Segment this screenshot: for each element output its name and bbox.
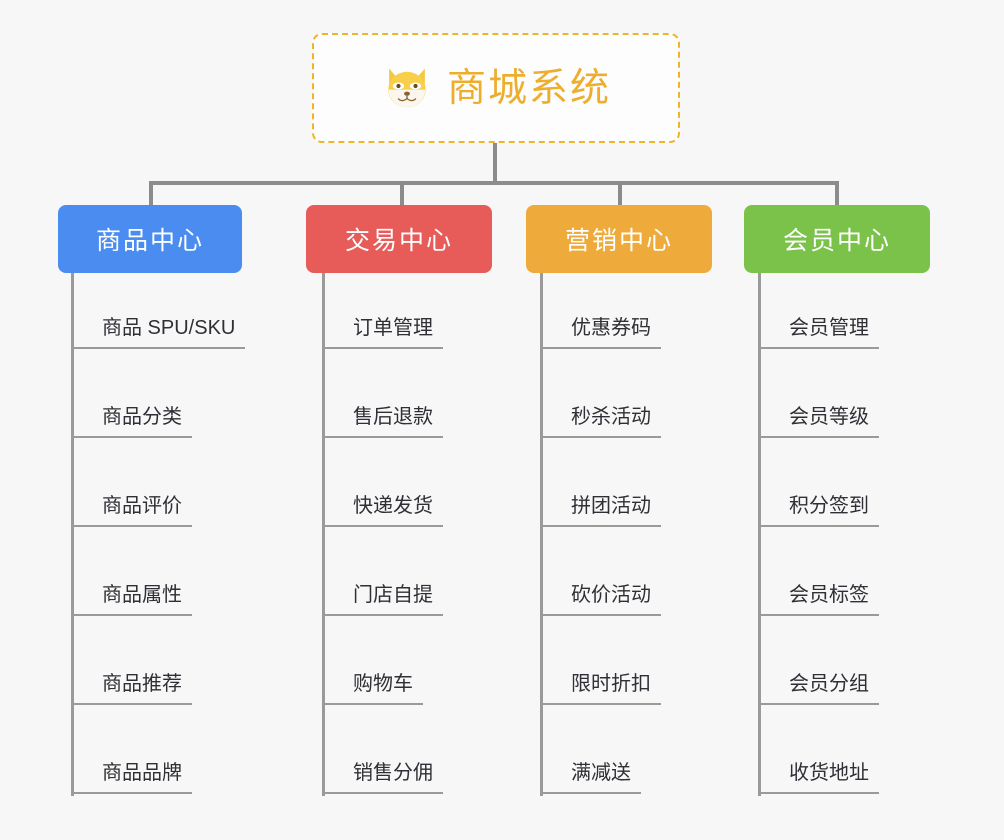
leaf-node[interactable]: 商品 SPU/SKU: [74, 317, 246, 349]
root-node-title: 商城系统: [446, 66, 611, 110]
leaf-node[interactable]: 订单管理: [325, 318, 443, 349]
leaf-node[interactable]: 优惠券码: [543, 318, 661, 349]
category-label-product: 商品中心: [95, 227, 204, 255]
leaf-node[interactable]: 销售分佣: [325, 763, 443, 794]
leaf-node[interactable]: 秒杀活动: [543, 407, 661, 438]
branch-spine: [758, 273, 761, 796]
leaf-node-underline: [74, 436, 192, 438]
leaf-node-underline: [543, 436, 661, 438]
connector-drop-1: [149, 181, 153, 207]
leaf-node-label: 商品品牌: [102, 762, 182, 784]
leaf-node-label: 会员管理: [789, 317, 869, 339]
branch-spine: [540, 273, 543, 796]
leaf-node-underline: [543, 792, 641, 794]
leaf-node-label: 订单管理: [353, 317, 433, 339]
leaf-node-underline: [543, 347, 661, 349]
leaf-node[interactable]: 商品推荐: [74, 674, 192, 705]
leaf-node[interactable]: 门店自提: [325, 585, 443, 616]
leaf-node[interactable]: 会员等级: [761, 407, 879, 438]
leaf-node-label: 商品分类: [102, 406, 182, 428]
leaf-node-label: 商品属性: [102, 584, 182, 606]
leaf-node-label: 满减送: [571, 762, 631, 784]
leaf-node-underline: [543, 614, 661, 616]
leaf-node-label: 优惠券码: [571, 317, 651, 339]
leaf-node[interactable]: 拼团活动: [543, 496, 661, 527]
category-label-marketing: 营销中心: [564, 227, 673, 255]
category-card-product[interactable]: 商品中心: [58, 205, 242, 273]
leaf-node[interactable]: 会员分组: [761, 674, 879, 705]
category-card-trade[interactable]: 交易中心: [306, 205, 492, 273]
leaf-node-underline: [325, 703, 423, 705]
shiba-dog-face-icon: [388, 68, 426, 108]
leaf-node[interactable]: 商品分类: [74, 407, 192, 438]
leaf-node-label: 收货地址: [789, 762, 869, 784]
leaf-node-label: 商品 SPU/SKU: [102, 317, 236, 339]
leaf-node-label: 商品推荐: [102, 673, 182, 695]
leaf-node-underline: [761, 703, 879, 705]
leaf-node-underline: [761, 347, 879, 349]
leaf-node-label: 销售分佣: [353, 762, 433, 784]
leaf-node[interactable]: 快递发货: [325, 496, 443, 527]
leaf-node-underline: [74, 525, 192, 527]
leaf-node[interactable]: 砍价活动: [543, 585, 661, 616]
connector-drop-2: [400, 181, 404, 207]
leaf-node-underline: [325, 347, 443, 349]
leaf-node-underline: [325, 436, 443, 438]
leaf-node-underline: [74, 792, 192, 794]
leaf-node-underline: [761, 525, 879, 527]
root-node-card[interactable]: 商城系统: [312, 33, 680, 143]
leaf-node[interactable]: 会员管理: [761, 318, 879, 349]
branch-spine: [71, 273, 74, 796]
leaf-node-label: 积分签到: [789, 495, 869, 517]
leaf-node[interactable]: 满减送: [543, 763, 641, 794]
branch-spine: [322, 273, 325, 796]
leaf-node-underline: [74, 347, 246, 349]
leaf-node[interactable]: 商品评价: [74, 496, 192, 527]
leaf-node-underline: [74, 614, 192, 616]
leaf-node-label: 会员分组: [789, 673, 869, 695]
category-card-marketing[interactable]: 营销中心: [526, 205, 712, 273]
leaf-node-label: 会员等级: [789, 406, 869, 428]
leaf-node-underline: [543, 525, 661, 527]
leaf-node[interactable]: 会员标签: [761, 585, 879, 616]
connector-drop-3: [618, 181, 622, 207]
leaf-node-underline: [543, 703, 661, 705]
leaf-node-label: 砍价活动: [571, 584, 651, 606]
leaf-node[interactable]: 限时折扣: [543, 674, 661, 705]
leaf-node-label: 商品评价: [102, 495, 182, 517]
category-label-trade: 交易中心: [344, 227, 453, 255]
leaf-node-label: 秒杀活动: [571, 406, 651, 428]
leaf-node-label: 拼团活动: [571, 495, 651, 517]
leaf-node-underline: [761, 614, 879, 616]
leaf-node[interactable]: 商品品牌: [74, 763, 192, 794]
leaf-node[interactable]: 商品属性: [74, 585, 192, 616]
leaf-node-label: 会员标签: [789, 584, 869, 606]
leaf-node-underline: [325, 792, 443, 794]
leaf-node-label: 门店自提: [353, 584, 433, 606]
leaf-node-underline: [325, 614, 443, 616]
leaf-node-label: 快递发货: [353, 495, 433, 517]
leaf-node-underline: [74, 703, 192, 705]
leaf-node-label: 购物车: [353, 673, 413, 695]
leaf-node[interactable]: 积分签到: [761, 496, 879, 527]
leaf-node[interactable]: 购物车: [325, 674, 423, 705]
leaf-node-underline: [325, 525, 443, 527]
connector-drop-4: [835, 181, 839, 207]
category-card-member[interactable]: 会员中心: [744, 205, 930, 273]
connector-horizontal-bus: [149, 181, 839, 185]
leaf-node[interactable]: 售后退款: [325, 407, 443, 438]
leaf-node-underline: [761, 792, 879, 794]
connector-trunk-vertical: [493, 143, 497, 185]
leaf-node-label: 限时折扣: [571, 673, 651, 695]
leaf-node[interactable]: 收货地址: [761, 763, 879, 794]
leaf-node-underline: [761, 436, 879, 438]
leaf-node-label: 售后退款: [353, 406, 433, 428]
category-label-member: 会员中心: [782, 227, 891, 255]
